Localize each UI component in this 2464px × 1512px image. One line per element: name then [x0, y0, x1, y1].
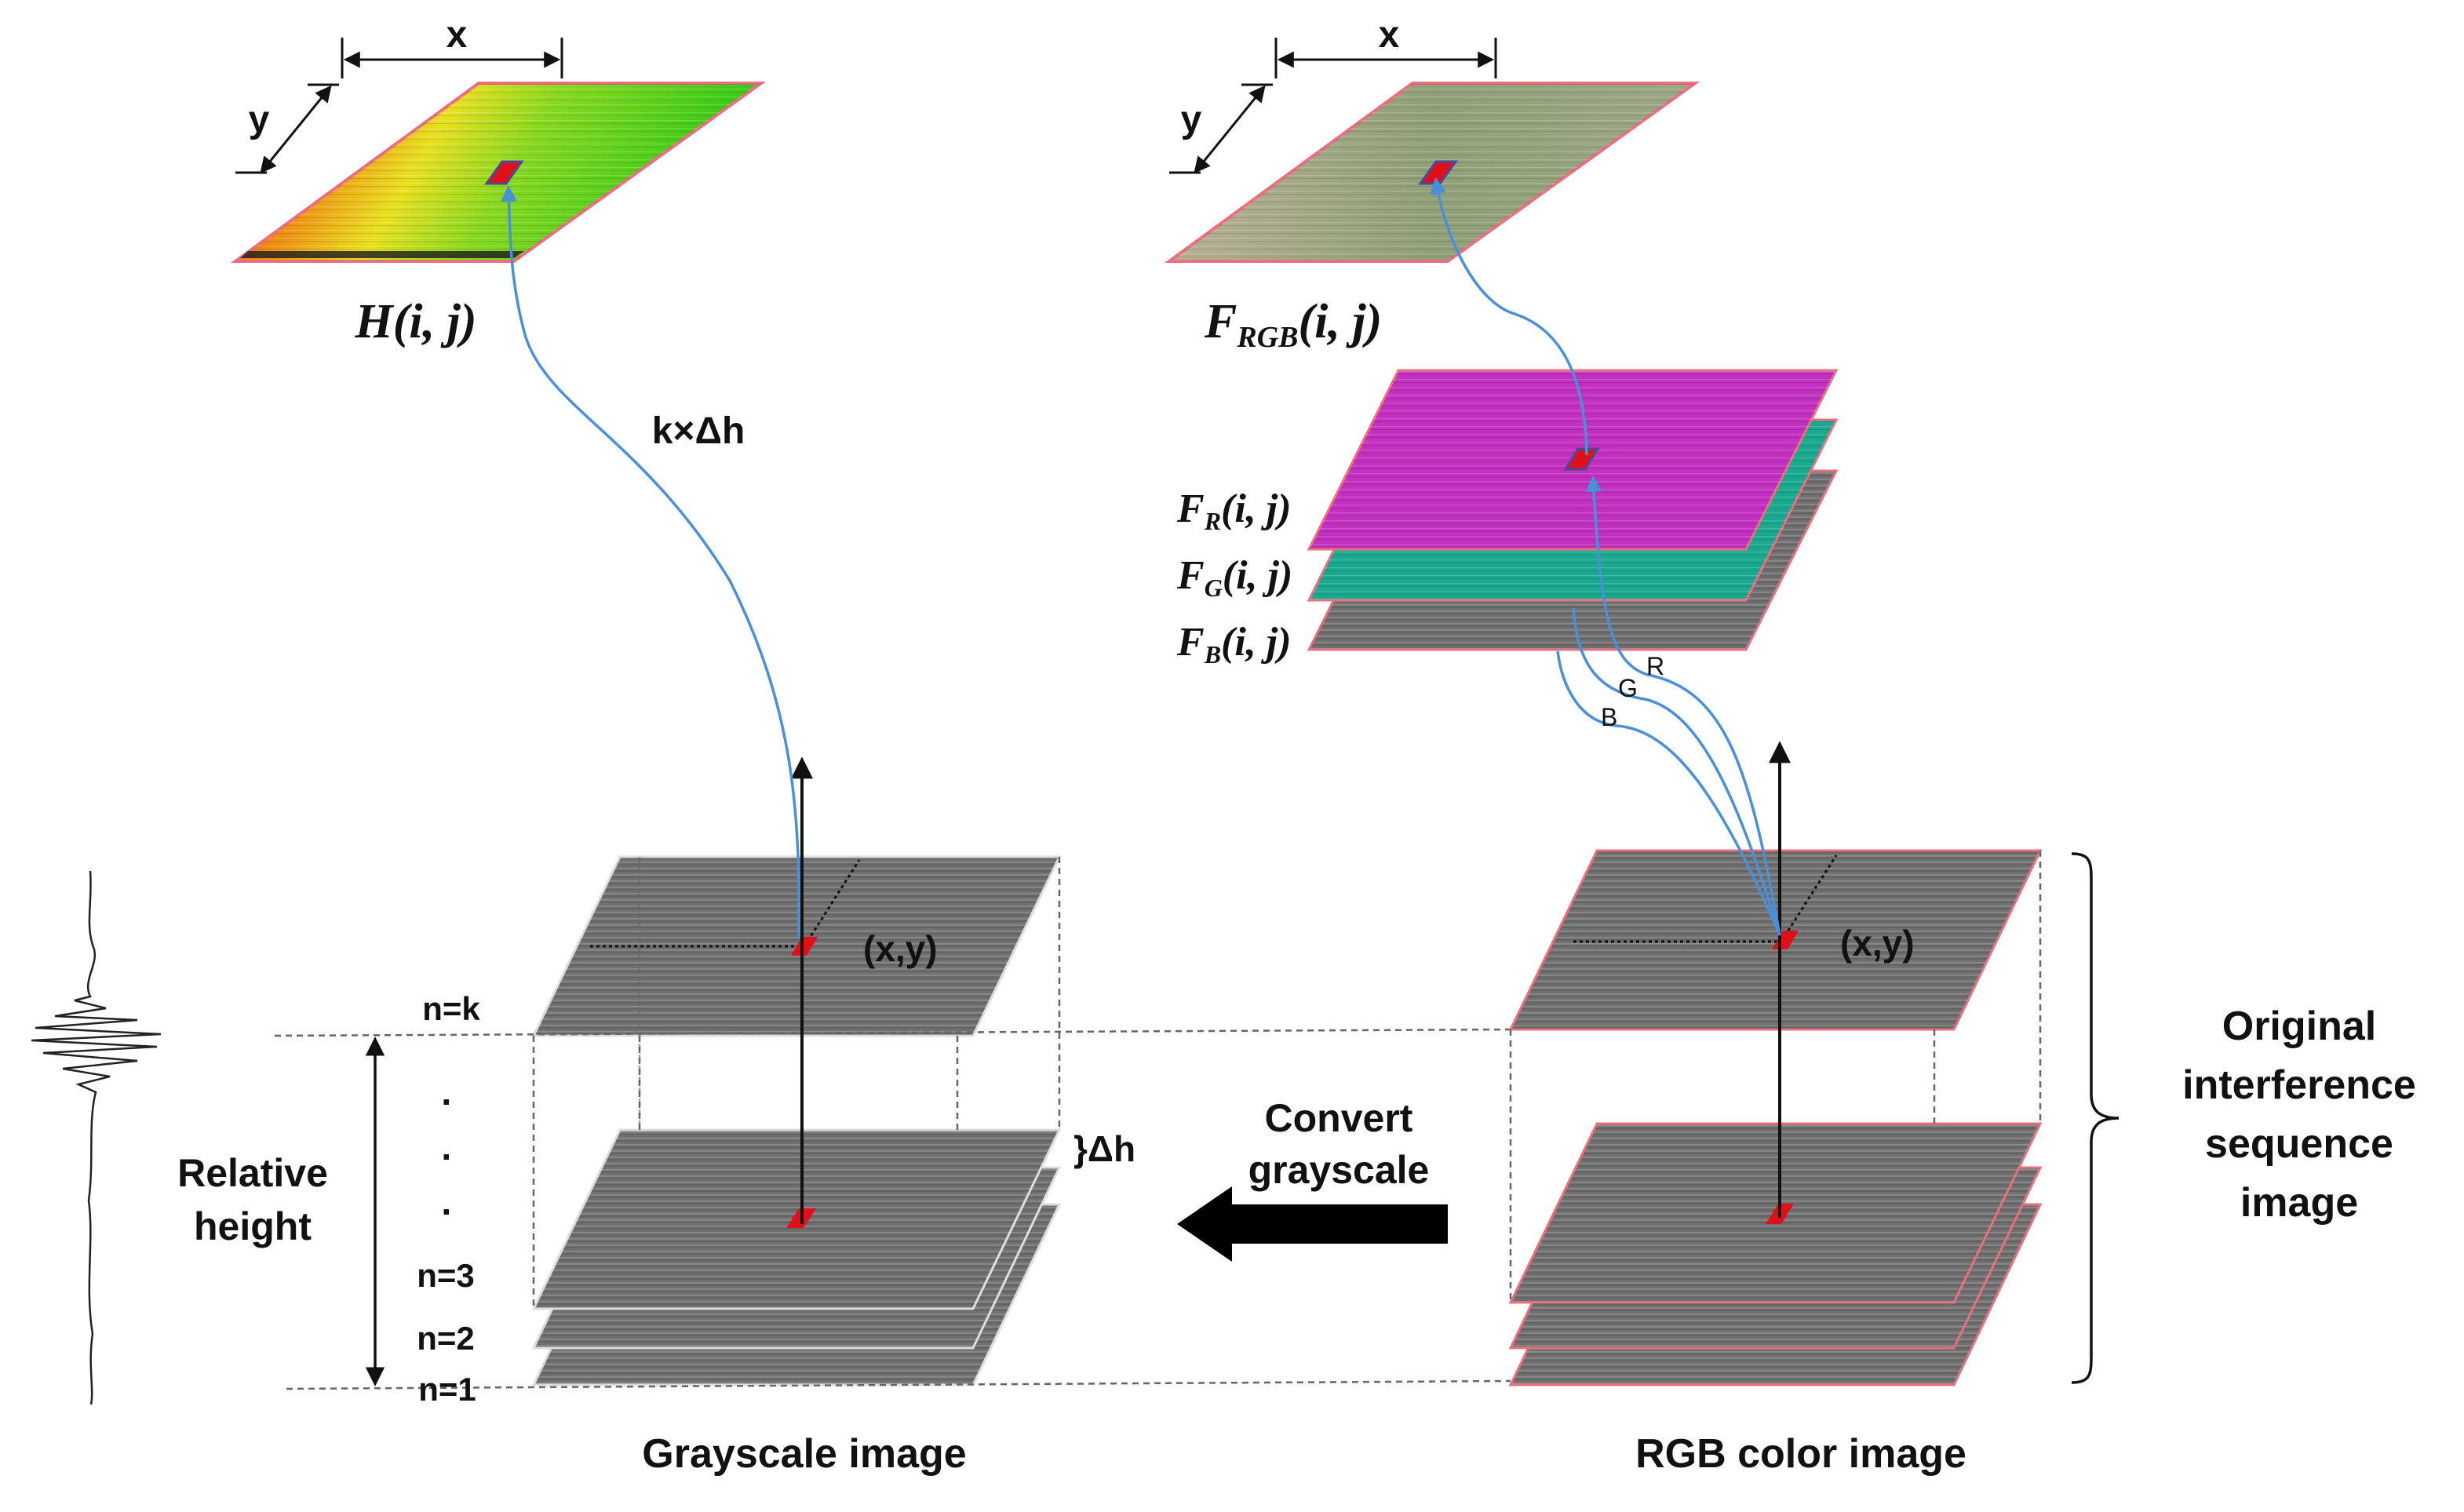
- f-g-label: FG(i, j): [1176, 553, 1292, 602]
- rgb-map: [1164, 82, 1700, 263]
- height-curve: [501, 184, 800, 939]
- rgb-map-dimensions: [1169, 38, 1497, 174]
- n-3-label: n=3: [417, 1257, 475, 1294]
- original-label-4: image: [2240, 1180, 2358, 1226]
- rgb-curve: [1429, 177, 1588, 456]
- height-map-label: H(i, j): [355, 295, 477, 348]
- convert-arrow: [1177, 1186, 1448, 1262]
- channel-r-label: R: [1646, 652, 1664, 680]
- grayscale-stack: [531, 855, 1062, 1386]
- dot-2: ·: [441, 1136, 453, 1177]
- grayscale-guides: [274, 857, 1511, 1390]
- height-map-dimensions: [235, 38, 563, 174]
- channel-r-plane: [1307, 369, 1839, 551]
- n-1-label: n=1: [418, 1371, 476, 1408]
- f-b-label: FB(i, j): [1176, 620, 1292, 669]
- k-dh-label: k×Δh: [652, 410, 745, 452]
- rgb-stack: [1508, 849, 2043, 1386]
- grayscale-caption: Grayscale image: [642, 1431, 966, 1477]
- y-label-right: y: [1181, 99, 1202, 140]
- convert-label-1: Convert: [1265, 1096, 1413, 1140]
- dot-1: ·: [441, 1081, 453, 1122]
- rgb-top-plane: [1508, 849, 2043, 1031]
- y-label-left: y: [249, 99, 270, 140]
- interference-signal: [31, 870, 162, 1405]
- channel-g-label: G: [1618, 674, 1638, 702]
- channel-b-label: B: [1601, 703, 1617, 731]
- convert-label-2: grayscale: [1248, 1148, 1430, 1192]
- blue-curves: [501, 177, 1781, 939]
- grayscale-marker-top: [791, 937, 818, 956]
- xy-label-right: (x,y): [1840, 923, 1915, 964]
- rgb-caption: RGB color image: [1635, 1431, 1966, 1477]
- relative-height-label-2: height: [194, 1204, 312, 1248]
- rgb-map-label: FRGB(i, j): [1204, 295, 1382, 354]
- sequence-brace: [2071, 852, 2120, 1384]
- original-label-3: sequence: [2205, 1121, 2393, 1167]
- n-k-label: n=k: [422, 990, 480, 1027]
- x-label-left: x: [447, 14, 468, 56]
- f-r-label: FR(i, j): [1176, 486, 1292, 535]
- xy-label-left: (x,y): [863, 928, 938, 969]
- original-label-2: interference: [2182, 1062, 2416, 1108]
- n-2-label: n=2: [417, 1320, 475, 1357]
- delta-h-label: }Δh: [1073, 1128, 1135, 1169]
- height-map-marker: [484, 160, 524, 185]
- channel-b-curve: [1556, 650, 1781, 936]
- relative-height-label-1: Relative: [177, 1151, 328, 1195]
- rgb-guides: [1509, 851, 2042, 1303]
- channel-marker: [1563, 447, 1600, 471]
- dot-3: ·: [441, 1191, 453, 1232]
- x-label-right: x: [1379, 14, 1400, 56]
- height-map: [230, 82, 767, 263]
- channel-g-curve: [1572, 607, 1781, 936]
- original-label-1: Original: [2222, 1004, 2376, 1049]
- channel-r-curve: [1585, 475, 1781, 936]
